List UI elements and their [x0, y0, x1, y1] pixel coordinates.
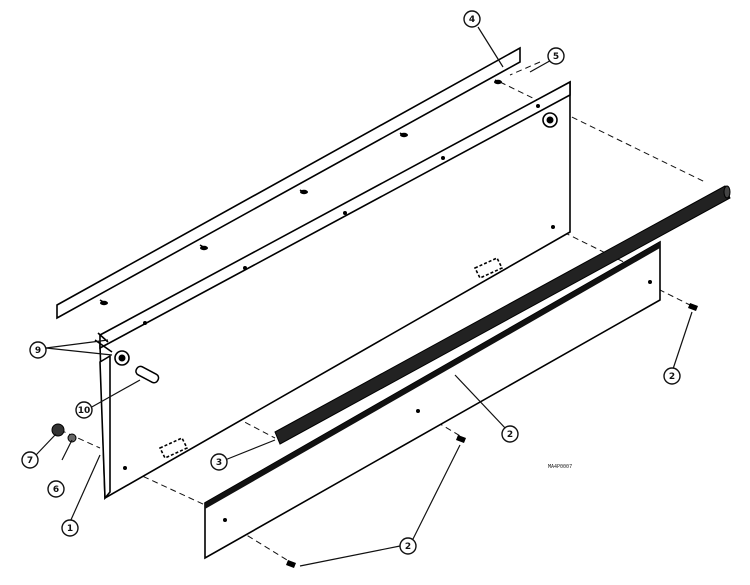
callout-1: 1 [61, 519, 79, 537]
part-1-side-panel [99, 80, 571, 501]
callout-label: 7 [27, 456, 33, 466]
callout-label: 4 [469, 15, 475, 25]
callout-label: 10 [78, 406, 91, 416]
callout-7: 6 [47, 480, 65, 498]
callout-label: 2 [669, 372, 675, 382]
part-4-rod [274, 185, 731, 445]
callout-label: 9 [35, 346, 41, 356]
callout-2-right: 2 [663, 367, 681, 385]
callout-4: 3 [210, 453, 228, 471]
callout-9: 9 [29, 341, 47, 359]
callout-2-bottom: 2 [399, 537, 417, 555]
hinge-hardware [94, 332, 160, 384]
strip-screws [99, 79, 502, 306]
callout-6: 4 [463, 10, 481, 28]
callout-label: 6 [53, 485, 59, 495]
callout-10: 10 [75, 401, 93, 419]
callout-8: 7 [21, 451, 39, 469]
callout-label: 3 [216, 458, 222, 468]
part-2-screws [286, 303, 698, 568]
drawing-number: MA4P0007 [548, 464, 572, 470]
parts-7-8-nut-washer [51, 423, 77, 443]
callout-leaders [35, 26, 693, 567]
part-3-front-panel [204, 240, 661, 560]
callout-5: 5 [547, 47, 565, 65]
callout-label: 2 [405, 542, 411, 552]
callout-label: 5 [553, 52, 559, 62]
callout-3: 2 [501, 425, 519, 443]
callout-label: 1 [67, 524, 73, 534]
callout-label: 2 [507, 430, 513, 440]
part-6-top-strip [56, 46, 521, 320]
